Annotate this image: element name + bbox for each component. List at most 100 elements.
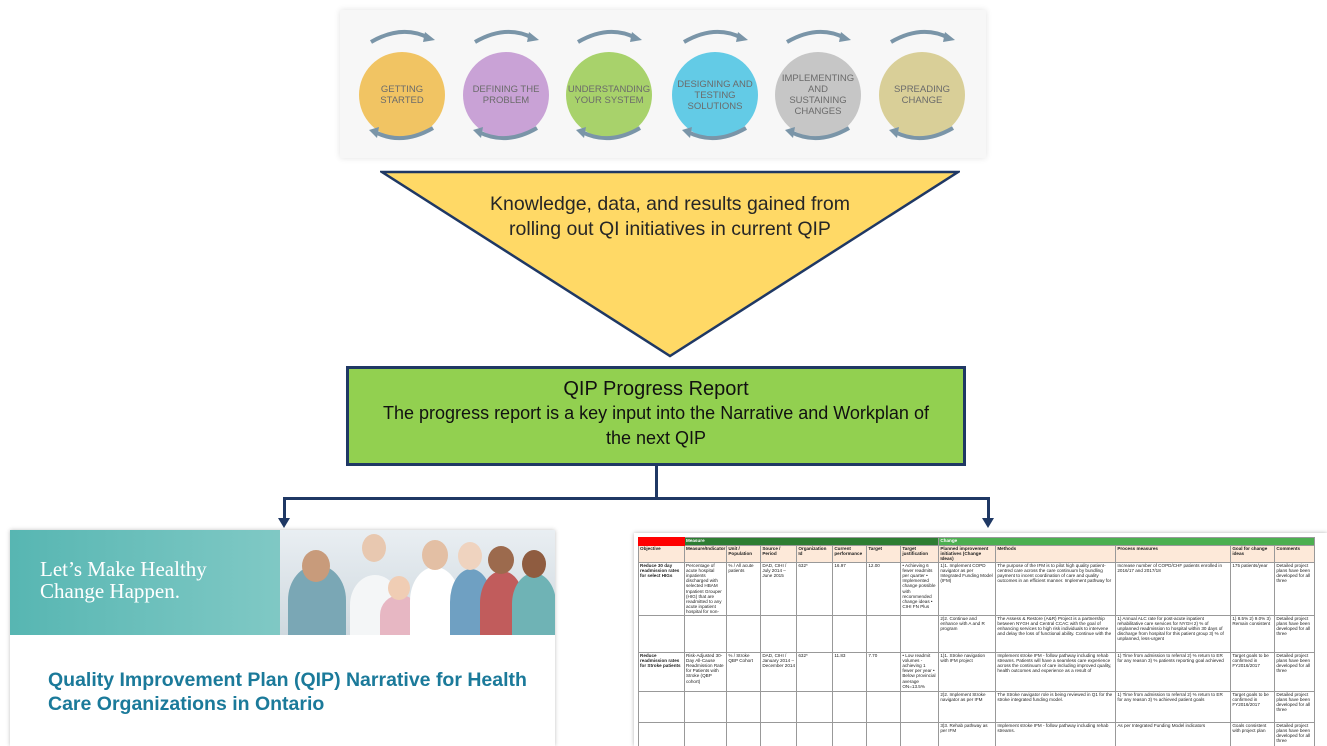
sheet-cell <box>832 690 868 723</box>
sheet-cell: The purpose of the IFM is to pilot high … <box>995 561 1117 616</box>
sheet-header-cell: Current performance <box>832 545 868 563</box>
cycle-stage-2: DEFINING THE PROBLEM <box>463 52 549 138</box>
sheet-header-cell: Goal for change ideas <box>1230 545 1276 563</box>
healthcare-team-photo <box>280 530 555 635</box>
sheet-cell <box>832 614 868 653</box>
sheet-cell: Risk-Adjusted 30-Day All-Cause Readmissi… <box>683 651 728 692</box>
sheet-header-cell: Measure/Indicator <box>683 545 728 563</box>
sheet-cell: Target goals to be confirmed in FY2016/2… <box>1230 651 1276 692</box>
cycle-stage-label: UNDERSTANDING YOUR SYSTEM <box>567 84 651 106</box>
sheet-cell <box>796 690 834 723</box>
sheet-cell <box>683 614 728 653</box>
sheet-cell: 1)1. Implement COPD navigator as per Int… <box>938 561 997 616</box>
cycle-arrow-back-icon <box>889 126 955 140</box>
sheet-cell: 7.70 <box>866 651 902 692</box>
sheet-cell <box>638 721 685 746</box>
sheet-cell: The Stroke navigator role is being revie… <box>995 690 1117 723</box>
cycle-arrow-forward-icon <box>682 30 748 44</box>
sheet-cell <box>726 690 762 723</box>
cycle-stage-label: DESIGNING AND TESTING SOLUTIONS <box>677 78 753 112</box>
qip-narrative-document: Let’s Make Healthy Change Happen. Qualit… <box>10 530 555 746</box>
cycle-arrow-forward-icon <box>473 30 539 44</box>
progress-report-box: QIP Progress Report The progress report … <box>346 366 966 466</box>
sheet-cell <box>683 690 728 723</box>
cycle-stage-label: IMPLEMENTING AND SUSTAINING CHANGES <box>781 73 855 117</box>
triangle-text: Knowledge, data, and results gained from… <box>490 193 850 240</box>
sheet-cell <box>866 614 902 653</box>
cycle-arrow-back-icon <box>473 126 539 140</box>
sheet-cell: 1) Time from admission to referral 2) % … <box>1115 651 1232 692</box>
connector-right-drop <box>987 497 990 519</box>
sheet-cell: 12.00 <box>866 561 902 616</box>
cycle-stage-4: DESIGNING AND TESTING SOLUTIONS <box>672 52 758 138</box>
knowledge-triangle <box>380 170 960 358</box>
qi-cycle-graphic <box>340 10 986 158</box>
sheet-cell: Goals consistent with project plan <box>1230 721 1276 746</box>
sheet-header-cell: Comments <box>1274 545 1316 563</box>
cycle-stage-label: GETTING STARTED <box>380 84 424 106</box>
sheet-header-cell: Target <box>866 545 902 563</box>
cycle-stage-3: UNDERSTANDING YOUR SYSTEM <box>566 52 652 138</box>
sheet-header-cell: Process measures <box>1115 545 1232 563</box>
connector-stem <box>655 466 658 499</box>
cycle-arrow-forward-icon <box>889 30 955 44</box>
sheet-header-cell: Organization Id <box>796 545 834 563</box>
cycle-stage-1: GETTING STARTED <box>359 52 445 138</box>
sheet-header-cell: Methods <box>995 545 1117 563</box>
sheet-cell <box>900 690 940 723</box>
sheet-header-cell: Unit / Population <box>726 545 762 563</box>
sheet-cell: The Assess & Restore (A&R) Project is a … <box>995 614 1117 653</box>
sheet-cell <box>760 690 798 723</box>
arrow-down-left-icon <box>278 518 290 528</box>
band-change: Change <box>938 537 1316 546</box>
sheet-cell <box>866 690 902 723</box>
band-measure: Measure <box>683 537 940 546</box>
sheet-cell: • Low readmit volumes - achieving 1 fewe… <box>900 651 940 692</box>
sheet-cell: 1) Time from admission to referral 2) % … <box>1115 690 1232 723</box>
sheet-cell: Reduce readmission rates for Stroke pati… <box>638 651 685 692</box>
sheet-cell <box>866 721 902 746</box>
sheet-cell: 632* <box>796 651 834 692</box>
sheet-cell: 175 patients/year <box>1230 561 1276 616</box>
narrative-title: Quality Improvement Plan (QIP) Narrative… <box>48 669 527 715</box>
narrative-banner: Let’s Make Healthy Change Happen. <box>10 530 555 635</box>
sheet-cell: Detailed project plans have been develop… <box>1274 561 1316 616</box>
sheet-cell: Reduce 30 day readmission rates for sele… <box>638 561 685 616</box>
progress-report-title: QIP Progress Report <box>563 378 749 400</box>
cycle-arrow-back-icon <box>785 126 851 140</box>
cycle-arrow-back-icon <box>576 126 642 140</box>
sheet-cell: 1) 8.5% 2) 9.0% 3) Remain consistent <box>1230 614 1276 653</box>
cycle-arrow-back-icon <box>682 126 748 140</box>
progress-report-description: The progress report is a key input into … <box>383 403 929 448</box>
sheet-cell: Increase number of COPD/CHF patients enr… <box>1115 561 1232 616</box>
sheet-cell <box>638 690 685 723</box>
sheet-cell: Detailed project plans have been develop… <box>1274 614 1316 653</box>
sheet-cell: 632* <box>796 561 834 616</box>
cycle-stage-label: DEFINING THE PROBLEM <box>472 84 540 106</box>
sheet-cell: Implement stroke IFM - follow pathway in… <box>995 721 1117 746</box>
arrow-down-right-icon <box>982 518 994 528</box>
sheet-cell: DAD, CIHI / July 2014 – June 2015 <box>760 561 798 616</box>
sheet-cell: % / Stroke QBP Cohort <box>726 651 762 692</box>
sheet-cell: 16.97 <box>832 561 868 616</box>
cycle-stage-6: SPREADING CHANGE <box>879 52 965 138</box>
sheet-header-cell: Planned improvement initiatives (Change … <box>938 545 997 563</box>
sheet-cell: Implement stroke IFM - follow pathway in… <box>995 651 1117 692</box>
cycle-arrow-forward-icon <box>785 30 851 44</box>
sheet-cell: 2)2. Implement Stroke navigator as per I… <box>938 690 997 723</box>
sheet-cell <box>726 614 762 653</box>
sheet-cell <box>638 614 685 653</box>
sheet-cell: 1) Annual ALC rate for post-acute inpati… <box>1115 614 1232 653</box>
sheet-cell <box>900 614 940 653</box>
cycle-arrow-forward-icon <box>576 30 642 44</box>
sheet-cell <box>796 614 834 653</box>
cycle-arrow-back-icon <box>369 126 435 140</box>
sheet-row: 2)2. Implement Stroke navigator as per I… <box>638 690 1316 723</box>
sheet-cell <box>900 721 940 746</box>
sheet-cell: Detailed project plans have been develop… <box>1274 651 1316 692</box>
sheet-cell: Detailed project plans have been develop… <box>1274 721 1316 746</box>
sheet-cell: 1)1. Stroke navigation with IFM project <box>938 651 997 692</box>
sheet-cell: Detailed project plans have been develop… <box>1274 690 1316 723</box>
